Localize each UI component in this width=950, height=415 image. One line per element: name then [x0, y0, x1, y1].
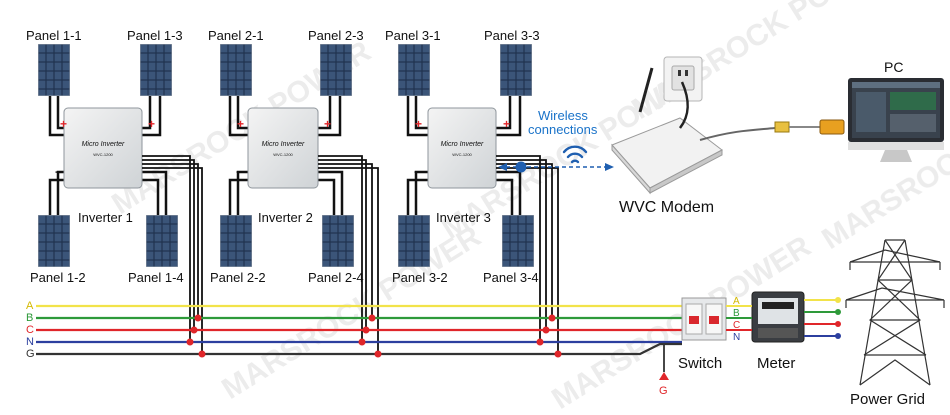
plus-sign: +	[237, 117, 244, 131]
solar-panel-3-3	[500, 44, 532, 96]
wireless-text-line1: Wireless	[538, 108, 588, 123]
wall-outlet	[663, 56, 703, 102]
inverter-3-device-text: Micro Inverter	[441, 141, 484, 148]
inverter-1-model-text: WVC-1200	[93, 152, 113, 157]
meter-label: Meter	[757, 355, 795, 372]
plus-sign: +	[60, 117, 67, 131]
panel-cables-2	[228, 96, 344, 215]
pc-computer	[848, 78, 944, 162]
inverter-group-3: Micro Inverter WVC-1200 + + − −	[398, 44, 534, 267]
inverter-ac-drops	[142, 155, 559, 354]
bus-junctions	[186, 314, 562, 358]
plus-sign: +	[503, 117, 510, 131]
wireless-link-arrow	[498, 161, 614, 173]
panel-label-3-2: Panel 3-2	[392, 270, 448, 285]
minus-sign: −	[324, 165, 331, 179]
inverter-3-model-text: WVC-1200	[452, 152, 472, 157]
wvc-modem	[611, 67, 776, 195]
inverter-2-device-text: Micro Inverter	[262, 141, 305, 148]
electric-meter	[751, 291, 805, 343]
minus-sign: −	[150, 165, 157, 179]
panel-cables-1	[48, 96, 168, 215]
solar-panel-3-1	[398, 44, 430, 96]
panel-label-1-2: Panel 1-2	[30, 270, 86, 285]
bus-line-g	[36, 342, 682, 356]
power-grid-tower	[845, 239, 945, 386]
panel-label-2-4: Panel 2-4	[308, 270, 364, 285]
solar-panel-3-2	[398, 215, 430, 267]
bus-label-g: G	[26, 348, 35, 360]
panel-labels: Panel 1-1 Panel 1-3 Panel 2-1 Panel 2-3 …	[26, 28, 540, 285]
micro-inverter-2	[247, 107, 319, 189]
bus-label-b: B	[26, 312, 33, 324]
solar-panel-2-4	[322, 215, 354, 267]
wireless-text-line2: connections	[528, 122, 598, 137]
wvc-modem-label: WVC Modem	[619, 199, 714, 216]
inverter-label-2: Inverter 2	[258, 210, 313, 225]
switch-breaker	[681, 297, 727, 341]
panel-label-3-3: Panel 3-3	[484, 28, 540, 43]
inverter-labels: Inverter 1 Inverter 2 Inverter 3	[78, 210, 491, 225]
solar-panel-2-2	[220, 215, 252, 267]
grid-connection-dots	[835, 297, 841, 339]
solar-panel-3-4	[502, 215, 534, 267]
meter-line-labels: A B C N	[733, 296, 740, 343]
bus-label-n: N	[26, 336, 34, 348]
solar-panel-1-3	[140, 44, 172, 96]
switch-label: Switch	[678, 355, 722, 372]
panel-label-3-4: Panel 3-4	[483, 270, 539, 285]
solar-panel-1-1	[38, 44, 70, 96]
ground-connection: G	[659, 344, 669, 397]
solar-panel-2-1	[220, 44, 252, 96]
inverter-2-model-text: WVC-1200	[273, 152, 293, 157]
wifi-icon	[562, 145, 588, 164]
panel-label-1-4: Panel 1-4	[128, 270, 184, 285]
meter-to-grid-lines	[726, 299, 838, 337]
solar-panel-2-3	[320, 44, 352, 96]
plus-sign: +	[415, 117, 422, 131]
micro-inverter-1	[63, 107, 143, 189]
plus-sign: +	[148, 117, 155, 131]
panel-cables-3	[406, 96, 522, 215]
bus-label-a: A	[26, 300, 34, 312]
solar-panel-1-4	[146, 215, 178, 267]
panel-label-1-1: Panel 1-1	[26, 28, 82, 43]
ground-label: G	[659, 385, 668, 397]
panel-label-2-2: Panel 2-2	[210, 270, 266, 285]
meter-label-c: C	[733, 320, 740, 331]
inverter-1-device-text: Micro Inverter	[82, 141, 125, 148]
meter-label-n: N	[733, 332, 740, 343]
minus-sign: −	[55, 165, 62, 179]
minus-sign: −	[414, 165, 421, 179]
minus-sign: −	[503, 165, 510, 179]
panel-label-2-1: Panel 2-1	[208, 28, 264, 43]
panel-label-1-3: Panel 1-3	[127, 28, 183, 43]
plus-sign: +	[324, 117, 331, 131]
panel-label-2-3: Panel 2-3	[308, 28, 364, 43]
solar-panel-1-2	[38, 215, 70, 267]
micro-inverter-3	[427, 107, 497, 189]
inverter-group-1: Micro Inverter WVC-1200 + + − −	[38, 44, 178, 267]
inverter-group-2: Micro Inverter WVC-1200 + + − −	[220, 44, 354, 267]
inverter-label-1: Inverter 1	[78, 210, 133, 225]
usb-cable	[774, 119, 845, 135]
panel-label-3-1: Panel 3-1	[385, 28, 441, 43]
inverter-label-3: Inverter 3	[436, 210, 491, 225]
pc-label: PC	[884, 59, 903, 75]
bus-label-c: C	[26, 324, 34, 336]
bus-line-labels: A B C N G	[26, 300, 35, 360]
meter-label-b: B	[733, 308, 740, 319]
power-grid-label: Power Grid	[850, 391, 925, 408]
minus-sign: −	[236, 165, 243, 179]
meter-label-a: A	[733, 296, 740, 307]
